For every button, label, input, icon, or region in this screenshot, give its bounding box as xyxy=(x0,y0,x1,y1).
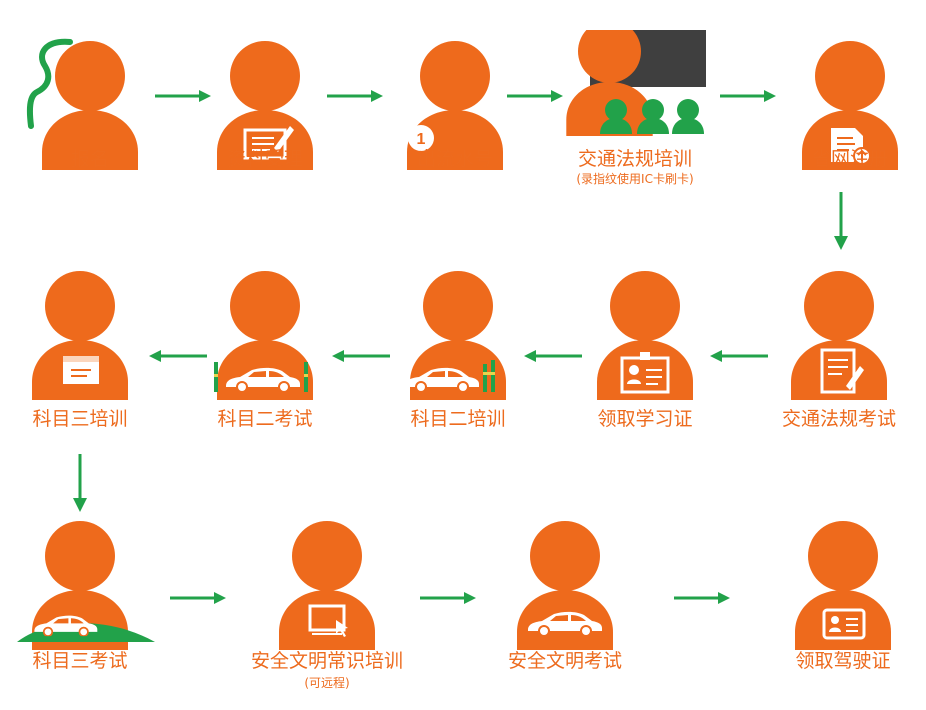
person-icon xyxy=(252,510,402,650)
step-get-license: 领取驾驶证 xyxy=(768,510,918,710)
step-label: 领取学习证 xyxy=(597,408,693,430)
step-label: 报名 xyxy=(70,148,109,170)
step-sublabel: (录指纹使用IC卡刷卡) xyxy=(576,172,694,186)
step-label: 安全文明常识培训 xyxy=(250,650,403,672)
license-card-icon xyxy=(822,608,866,640)
step-signup: 报名 xyxy=(15,30,165,230)
card-icon xyxy=(63,356,99,384)
students-icon xyxy=(600,99,704,134)
id-badge-icon xyxy=(620,352,670,394)
step-provincial-registration: 省网注册 xyxy=(775,30,925,230)
arrow-left-icon xyxy=(524,350,582,362)
person-icon xyxy=(768,510,918,650)
step-traffic-rules-training: 交通法规培训 (录指纹使用IC卡刷卡) xyxy=(560,30,710,230)
arrow-right-icon xyxy=(420,592,476,604)
step-document-review: 资料受理 xyxy=(190,30,340,230)
document-pen-icon xyxy=(243,126,294,160)
number-badge-text: 1 xyxy=(417,131,426,148)
person-icon xyxy=(775,30,925,170)
step-subject3-exam: 科目三考试 xyxy=(5,510,155,710)
number-badge-icon xyxy=(408,125,434,151)
arrow-right-icon xyxy=(674,592,730,604)
exam-paper-icon xyxy=(820,348,864,394)
parking-poles-icon xyxy=(483,360,495,392)
computer-cursor-icon xyxy=(308,604,348,637)
arrow-right-icon xyxy=(720,90,776,102)
step-subject2-training: 科目二培训 xyxy=(383,260,533,460)
green-outline-icon xyxy=(26,38,73,129)
upload-document-icon xyxy=(831,128,871,165)
step-label: 资料受理 xyxy=(226,148,303,170)
step-label: 科目三培训 xyxy=(32,408,128,430)
person-icon xyxy=(214,260,340,400)
step-safety-exam: 安全文明考试 xyxy=(490,510,640,710)
arrow-right-icon xyxy=(170,592,226,604)
step-learning-permit: 领取学习证 xyxy=(570,260,720,460)
person-icon xyxy=(17,510,155,650)
person-icon xyxy=(404,260,533,400)
step-label: 科目二培训 xyxy=(410,408,506,430)
arrow-down-icon xyxy=(834,192,848,250)
step-subject3-training: 科目三培训 xyxy=(5,260,155,460)
arrow-right-icon xyxy=(507,90,563,102)
person-icon xyxy=(570,260,720,400)
step-label: 交通法规考试 xyxy=(781,408,896,430)
step-sublabel: (可远程) xyxy=(304,676,350,690)
person-icon xyxy=(5,260,155,400)
arrow-down-icon xyxy=(73,454,87,512)
person-icon: 1 xyxy=(380,30,530,170)
step-label: 出流水号 xyxy=(416,148,493,170)
step-serial-number: 1 出流水号 xyxy=(380,30,530,230)
classroom-icon xyxy=(566,30,706,136)
step-label: 交通法规培训 xyxy=(577,148,692,170)
step-label: 科目二考试 xyxy=(217,408,313,430)
step-label: 领取驾驶证 xyxy=(795,650,891,672)
arrow-left-icon xyxy=(332,350,390,362)
step-label: 省网注册 xyxy=(811,148,888,170)
step-label: 科目三考试 xyxy=(32,650,128,672)
step-traffic-rules-exam: 交通法规考试 xyxy=(764,260,914,460)
person-icon xyxy=(26,38,165,170)
arrow-right-icon xyxy=(327,90,383,102)
step-label: 安全文明考试 xyxy=(507,650,622,672)
step-subject2-exam: 科目二考试 xyxy=(190,260,340,460)
parking-poles-icon xyxy=(214,362,308,392)
arrow-left-icon xyxy=(710,350,768,362)
arrow-right-icon xyxy=(155,90,211,102)
person-icon xyxy=(764,260,914,400)
person-icon xyxy=(490,510,640,650)
step-safety-training: 安全文明常识培训 (可远程) xyxy=(251,510,403,710)
person-icon xyxy=(190,30,340,170)
arrow-left-icon xyxy=(149,350,207,362)
